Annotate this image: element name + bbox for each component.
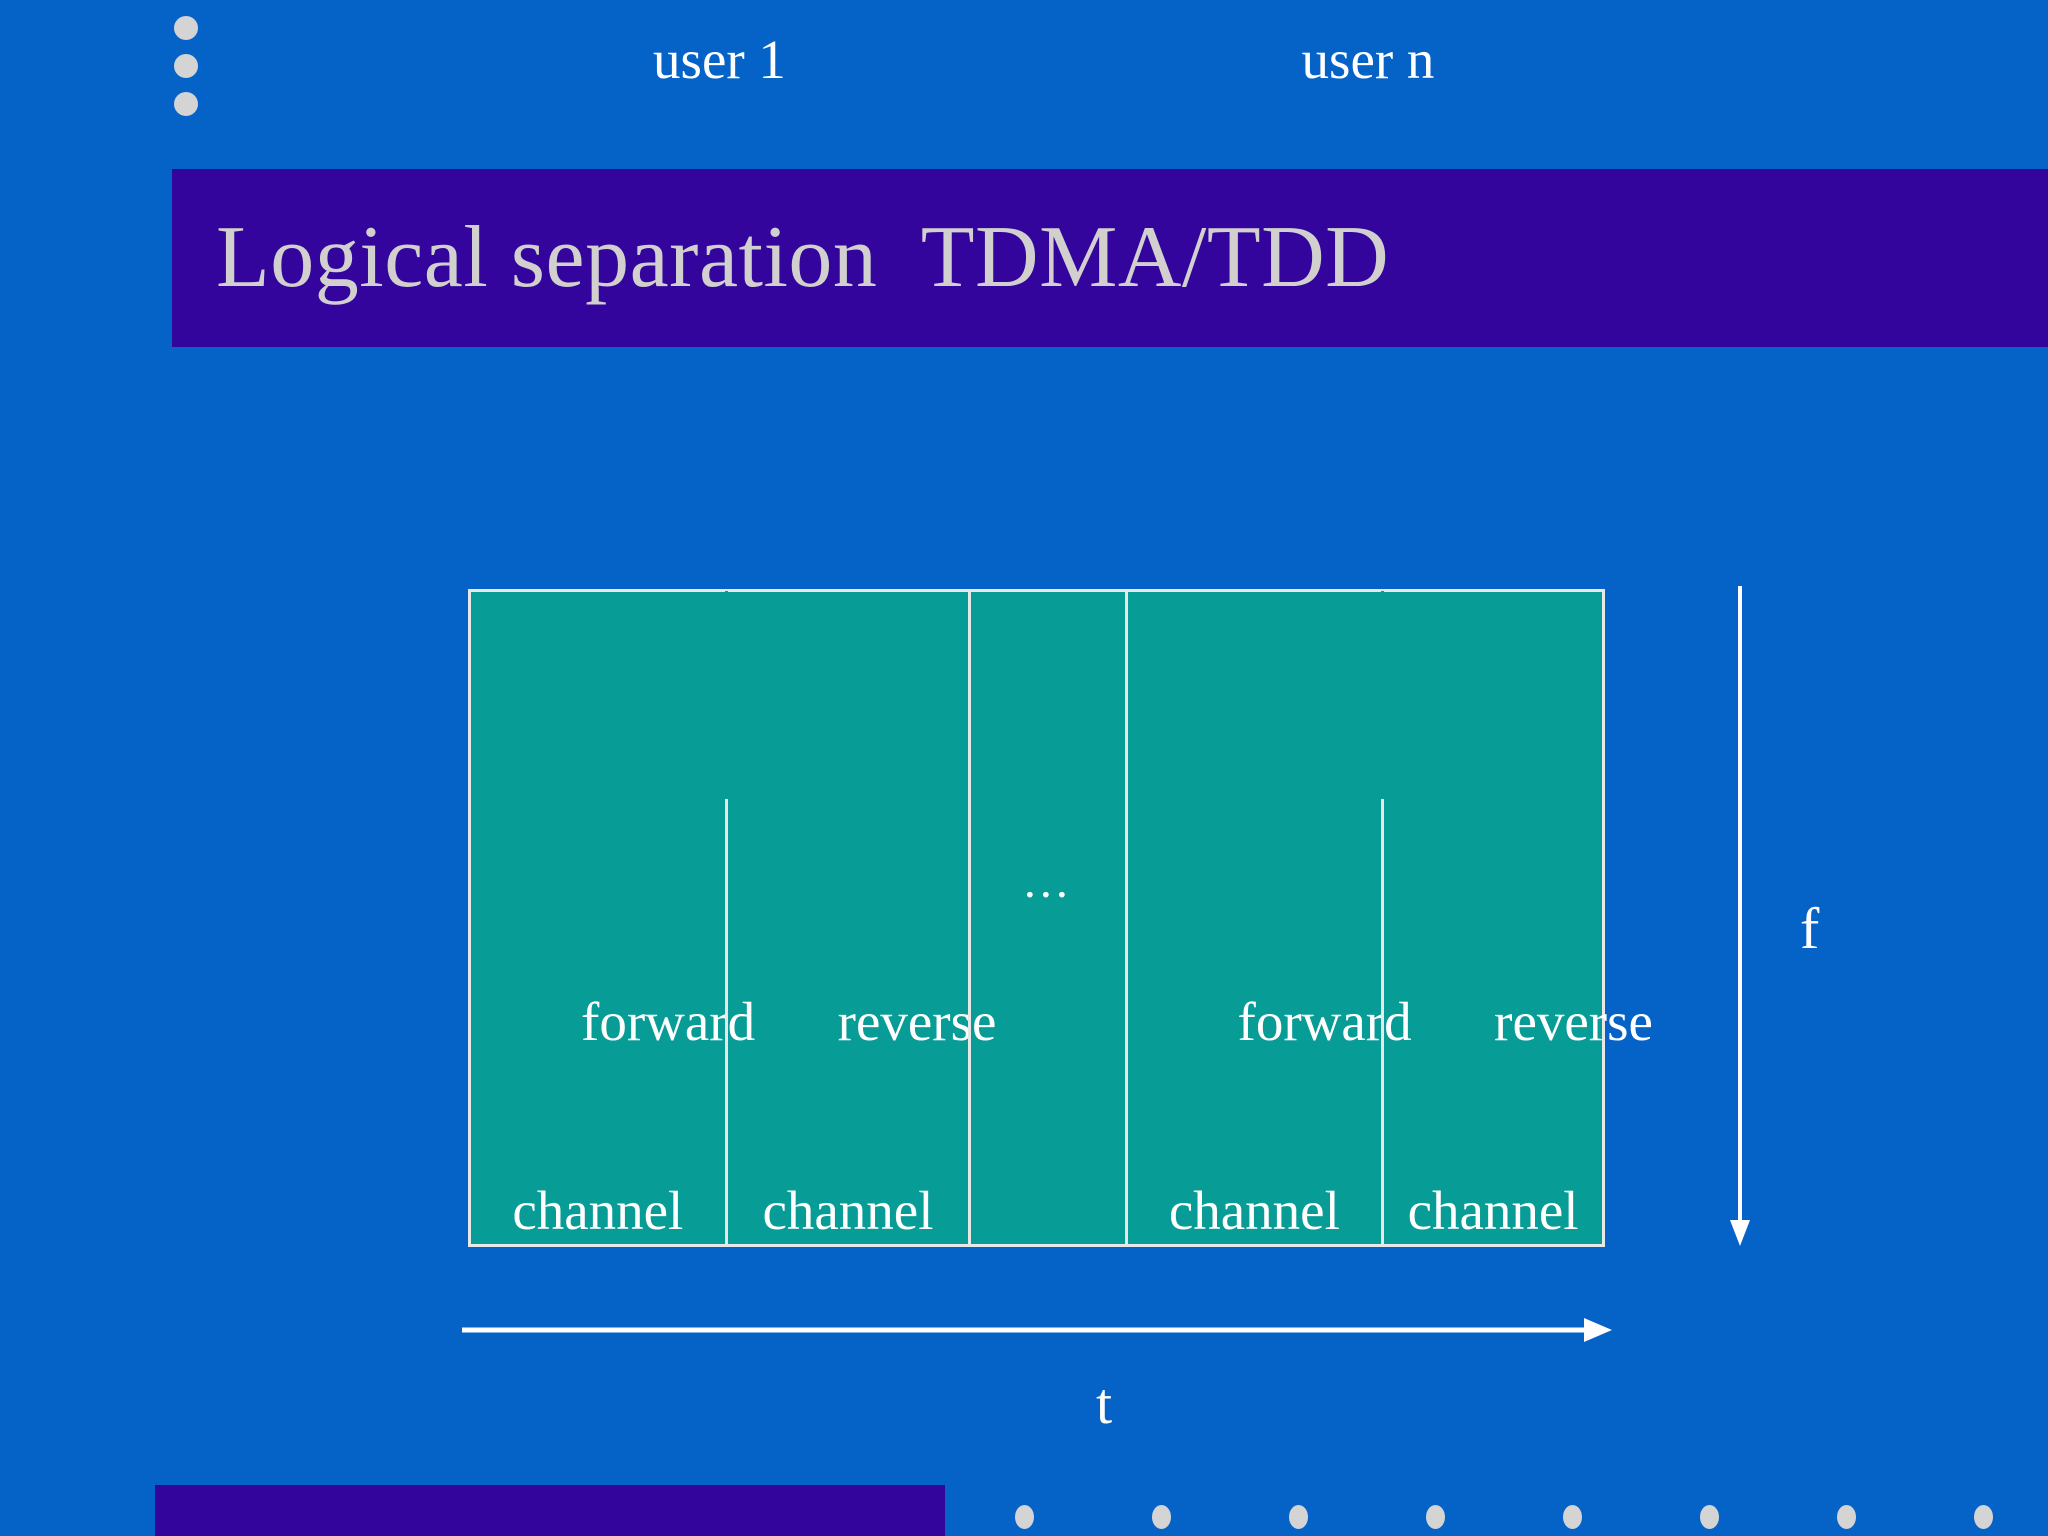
slot-gap-ellipsis: ... <box>968 592 1124 1244</box>
slot-user1-reverse: reverse channel <box>724 591 996 1244</box>
ellipsis-icon: ... <box>1023 855 1072 908</box>
decorative-dot-icon <box>1837 1505 1856 1529</box>
bottom-decorative-dots <box>1015 1505 2015 1535</box>
decorative-dot-icon <box>1289 1505 1308 1529</box>
decorative-dot-icon <box>174 16 198 40</box>
decorative-dot-icon <box>174 92 198 116</box>
slot-usern-forward: forward channel <box>1124 592 1412 1244</box>
frequency-axis-label: f <box>1800 896 1820 961</box>
decorative-dot-icon <box>174 54 198 78</box>
top-decorative-dots <box>174 16 200 126</box>
bottom-accent-bar <box>155 1485 945 1536</box>
time-axis-arrow <box>462 1310 1612 1350</box>
tdma-tdd-frame-diagram: forward channel reverse channel ... forw… <box>468 589 1653 1247</box>
slot-line-2: channel <box>1168 1179 1340 1241</box>
user-group-label-1: user 1 <box>653 29 786 90</box>
slot-line-2: channel <box>512 1179 684 1241</box>
user-group-label-n: user n <box>1301 29 1435 90</box>
slot-line-1: reverse <box>1494 990 1653 1052</box>
decorative-dot-icon <box>1015 1505 1034 1529</box>
arrow-right-icon <box>462 1318 1612 1342</box>
slot-line-2: channel <box>762 1179 934 1241</box>
decorative-dot-icon <box>1152 1505 1171 1529</box>
decorative-dot-icon <box>1700 1505 1719 1529</box>
arrow-down-icon <box>1730 586 1750 1246</box>
slot-user1-reverse-label: reverse channel <box>728 880 996 1448</box>
decorative-dot-icon <box>1974 1505 1993 1529</box>
frequency-axis-arrow <box>1718 586 1762 1246</box>
page-title: Logical separation TDMA/TDD <box>216 209 1390 306</box>
slot-usern-reverse: reverse channel <box>1381 591 1653 1244</box>
decorative-dot-icon <box>1426 1505 1445 1529</box>
slot-usern-forward-label: forward channel <box>1128 880 1412 1448</box>
slot-usern-reverse-label: reverse channel <box>1384 880 1653 1448</box>
title-band <box>172 169 2048 347</box>
slot-user1-forward-label: forward channel <box>471 880 755 1448</box>
time-axis-label: t <box>1096 1371 1113 1436</box>
slot-line-2: channel <box>1407 1179 1579 1241</box>
slot-user1-forward: forward channel <box>471 592 755 1244</box>
decorative-dot-icon <box>1563 1505 1582 1529</box>
